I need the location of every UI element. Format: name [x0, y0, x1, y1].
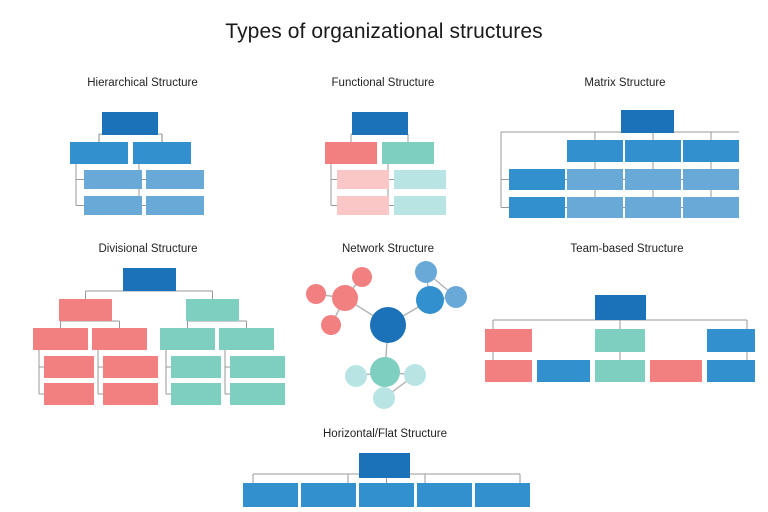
functional-leaf-l1: [337, 170, 389, 189]
matrix-col-head-1: [567, 140, 623, 162]
diagram-title-divisional: Divisional Structure: [98, 243, 198, 255]
network-node-red-top: [352, 267, 372, 287]
matrix-cell-1-3: [683, 169, 739, 190]
divisional-unit-l1: [33, 328, 88, 350]
divisional-unit-l2: [92, 328, 147, 350]
matrix-cell-2-2: [625, 197, 681, 218]
team-based-member-4: [650, 360, 702, 382]
team-based-member-5: [707, 360, 755, 382]
divisional-division-left: [59, 299, 112, 321]
network-hub-red: [332, 285, 358, 311]
network-node-teal-right: [404, 364, 426, 386]
divisional-division-right: [186, 299, 239, 321]
matrix-cell-2-1: [567, 197, 623, 218]
network-node-blue-top: [415, 261, 437, 283]
network-hub-teal: [370, 357, 400, 387]
team-based-root: [595, 295, 646, 320]
hierarchical-branch-left: [70, 142, 128, 164]
divisional-leaf-r1b: [171, 383, 221, 405]
horizontal-flat-peer-3: [359, 483, 414, 507]
network-node-blue-right: [445, 286, 467, 308]
matrix-root: [621, 110, 674, 133]
functional-leaf-l2: [337, 196, 389, 215]
hierarchical-leaf-r1: [146, 170, 204, 189]
divisional-unit-r2: [219, 328, 274, 350]
matrix-cell-2-3: [683, 197, 739, 218]
matrix-row-head-2: [509, 197, 565, 218]
matrix-cell-1-1: [567, 169, 623, 190]
horizontal-flat-peer-2: [301, 483, 356, 507]
horizontal-flat-peer-4: [417, 483, 472, 507]
page-title: Types of organizational structures: [225, 20, 543, 43]
team-based-team-lead-2: [595, 329, 645, 352]
horizontal-flat-peer-5: [475, 483, 530, 507]
network-node-teal-bottom: [373, 387, 395, 409]
diagram-title-functional: Functional Structure: [331, 77, 435, 89]
divisional-leaf-l2b: [103, 383, 158, 405]
team-based-member-2: [537, 360, 590, 382]
horizontal-flat-peer-1: [243, 483, 298, 507]
diagram-title-horizontal-flat: Horizontal/Flat Structure: [323, 428, 447, 440]
divisional-unit-r1: [160, 328, 215, 350]
matrix-col-head-3: [683, 140, 739, 162]
network-node-red-bottom: [321, 315, 341, 335]
diagram-title-hierarchical: Hierarchical Structure: [87, 77, 198, 89]
network-hub-blue: [416, 286, 444, 314]
hierarchical-leaf-r2: [146, 196, 204, 215]
team-based-team-lead-3: [707, 329, 755, 352]
divisional-leaf-l2a: [103, 356, 158, 378]
functional-branch-left: [325, 142, 377, 164]
diagram-title-matrix: Matrix Structure: [584, 77, 666, 89]
matrix-row-head-1: [509, 169, 565, 190]
network-hub-center: [370, 307, 406, 343]
network-node-red-left: [306, 284, 326, 304]
functional-branch-right: [382, 142, 434, 164]
functional-leaf-r2: [394, 196, 446, 215]
hierarchical-root: [102, 112, 158, 135]
hierarchical-leaf-l1: [84, 170, 142, 189]
hierarchical-leaf-l2: [84, 196, 142, 215]
divisional-leaf-l1a: [44, 356, 94, 378]
diagram-title-network: Network Structure: [341, 243, 435, 255]
matrix-cell-1-2: [625, 169, 681, 190]
divisional-leaf-r1a: [171, 356, 221, 378]
diagram-title-team-based: Team-based Structure: [570, 243, 684, 255]
team-based-team-lead-1: [485, 329, 532, 352]
team-based-member-3: [595, 360, 645, 382]
functional-leaf-r1: [394, 170, 446, 189]
divisional-leaf-l1b: [44, 383, 94, 405]
matrix-col-head-2: [625, 140, 681, 162]
functional-root: [352, 112, 408, 135]
divisional-leaf-r2b: [230, 383, 285, 405]
horizontal-flat-root: [359, 453, 410, 478]
hierarchical-branch-right: [133, 142, 191, 164]
divisional-leaf-r2a: [230, 356, 285, 378]
network-node-teal-left: [345, 365, 367, 387]
team-based-member-1: [485, 360, 532, 382]
divisional-root: [123, 268, 176, 291]
